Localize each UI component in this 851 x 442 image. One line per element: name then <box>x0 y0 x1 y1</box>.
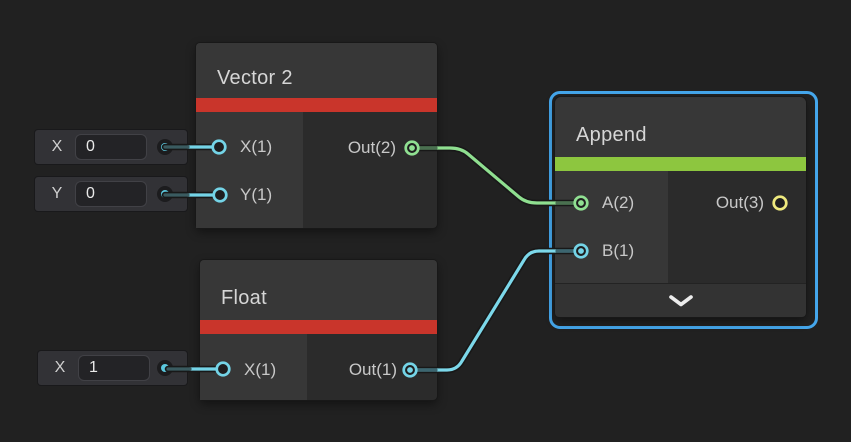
port-label-out3: Out(3) <box>715 193 764 212</box>
port-append-a-input[interactable] <box>573 195 589 211</box>
node-vector2-accent-bar <box>196 98 437 112</box>
port-append-out-output[interactable] <box>772 195 788 211</box>
widget-vector2-y[interactable]: Y <box>35 177 187 211</box>
port-label-a2: A(2) <box>602 193 635 212</box>
port-label-x1: X(1) <box>240 137 273 156</box>
port-label-out1: Out(1) <box>348 360 397 379</box>
node-vector2[interactable]: Vector 2 X(1) Y(1) Out(2) <box>196 43 437 228</box>
widget-vector2-x-connector-dot <box>157 139 173 155</box>
port-label-b1: B(1) <box>602 241 635 260</box>
port-label-float-x1: X(1) <box>244 360 277 379</box>
widget-float-x-label: X <box>54 359 66 376</box>
node-append[interactable]: Append A(2) B(1) Out(3) <box>555 97 806 317</box>
port-float-x-input[interactable] <box>215 361 231 377</box>
node-vector2-title: Vector 2 <box>196 43 437 98</box>
edge-float-out-to-append-b[interactable] <box>408 249 583 372</box>
port-vector2-x-input[interactable] <box>211 139 227 155</box>
port-vector2-y-input[interactable] <box>212 187 228 203</box>
port-vector2-out-output[interactable] <box>404 140 420 156</box>
collapse-chevron-icon <box>668 294 693 306</box>
node-float-title: Float <box>200 260 437 320</box>
node-append-accent-bar <box>555 157 806 171</box>
widget-vector2-x-label: X <box>51 138 63 155</box>
node-float[interactable]: Float X(1) Out(1) <box>200 260 437 400</box>
port-append-b-input[interactable] <box>573 243 589 259</box>
widget-vector2-x[interactable]: X <box>35 130 187 164</box>
node-append-input-column <box>555 171 668 283</box>
widget-float-x-connector-dot <box>157 360 173 376</box>
node-vector2-input-column <box>196 112 303 228</box>
widget-vector2-y-input[interactable] <box>75 181 147 207</box>
node-append-title: Append <box>555 97 806 157</box>
widget-float-x[interactable]: X <box>38 351 187 385</box>
widget-float-x-input[interactable] <box>78 355 150 381</box>
port-float-out-output[interactable] <box>402 362 418 378</box>
widget-vector2-y-connector-dot <box>157 186 173 202</box>
node-append-expander[interactable] <box>555 283 806 317</box>
port-label-out2: Out(2) <box>347 138 396 157</box>
port-label-y1: Y(1) <box>240 185 273 204</box>
node-float-accent-bar <box>200 320 437 334</box>
widget-vector2-x-input[interactable] <box>75 134 147 160</box>
widget-vector2-y-label: Y <box>51 185 63 202</box>
edge-vector2-out-to-append-a[interactable] <box>410 146 583 205</box>
